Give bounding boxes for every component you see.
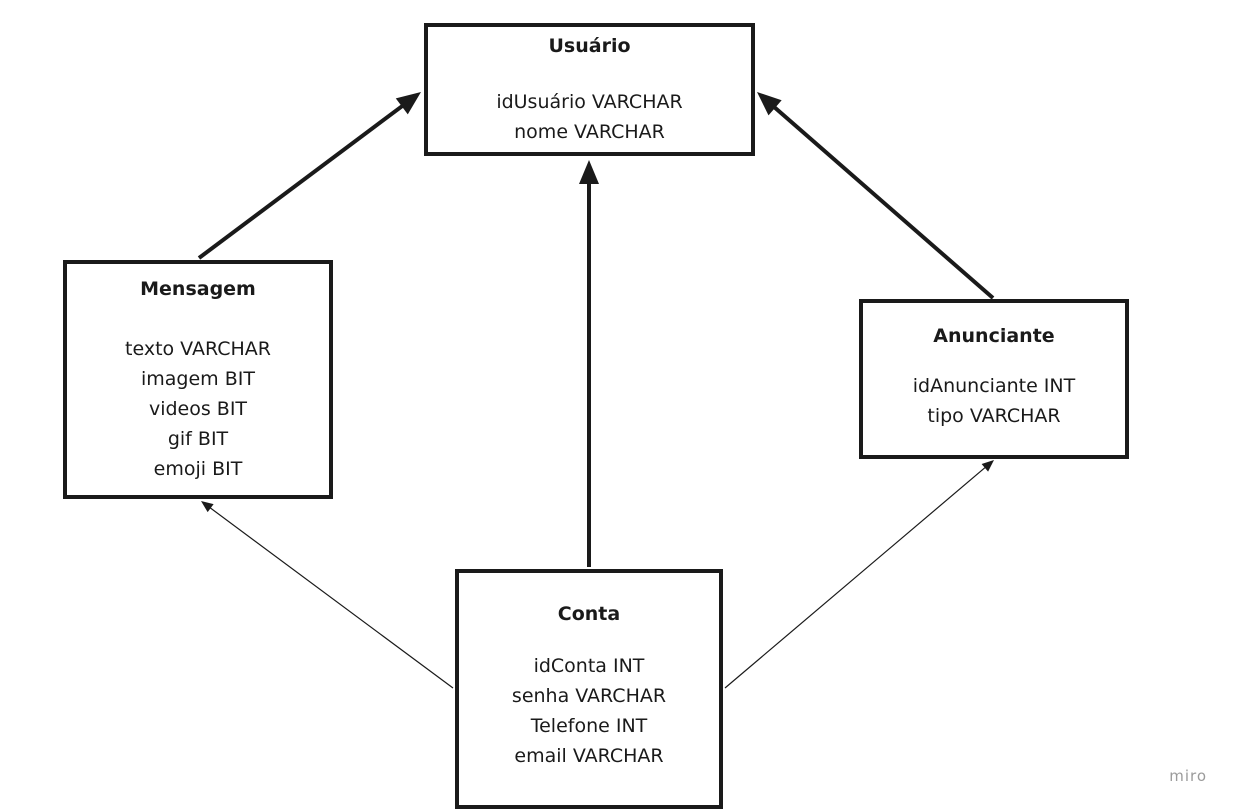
miro-watermark: miro [1169,767,1207,785]
field: Telefone INT [530,715,648,737]
field: gif BIT [167,428,229,450]
field: emoji BIT [153,458,243,480]
entity-fields: idConta INT senha VARCHAR Telefone INT e… [459,651,719,771]
entity-mensagem[interactable]: Mensagem texto VARCHAR imagem BIT videos… [63,260,333,499]
relation-line [724,466,987,689]
relation-edges [197,92,995,689]
arrowhead-icon [757,92,782,116]
entity-title: Anunciante [933,325,1055,347]
entity-usuario[interactable]: Usuário idUsuário VARCHAR nome VARCHAR [424,23,755,156]
field: imagem BIT [141,368,255,390]
relation-line [772,104,995,300]
field: videos BIT [148,398,248,420]
relation-line [208,506,454,689]
field: idUsuário VARCHAR [496,91,683,113]
relation-line [197,103,405,260]
field: nome VARCHAR [514,121,665,143]
relation-mensagem-to-usuario [197,92,421,260]
field: texto VARCHAR [125,338,271,360]
entity-anunciante[interactable]: Anunciante idAnunciante INT tipo VARCHAR [859,299,1129,459]
field: senha VARCHAR [511,685,667,707]
arrowhead-icon [201,501,214,513]
arrowhead-icon [395,92,421,115]
relation-conta-to-usuario [579,160,599,567]
field: email VARCHAR [514,745,664,767]
entity-fields: idUsuário VARCHAR nome VARCHAR [428,87,751,147]
arrowhead-icon [579,160,599,184]
field: tipo VARCHAR [927,405,1061,427]
arrowhead-icon [981,460,994,472]
entity-fields: idAnunciante INT tipo VARCHAR [863,371,1125,431]
entity-title: Mensagem [140,278,256,300]
relation-conta-to-anunciante [724,460,994,689]
entity-conta[interactable]: Conta idConta INT senha VARCHAR Telefone… [455,569,723,809]
relation-conta-to-mensagem [201,501,454,689]
relation-anunciante-to-usuario [757,92,995,300]
field: idConta INT [533,655,645,677]
field: idAnunciante INT [912,375,1076,397]
entity-fields: texto VARCHAR imagem BIT videos BIT gif … [67,334,329,484]
entity-title: Usuário [548,35,631,57]
entity-title: Conta [557,603,621,625]
